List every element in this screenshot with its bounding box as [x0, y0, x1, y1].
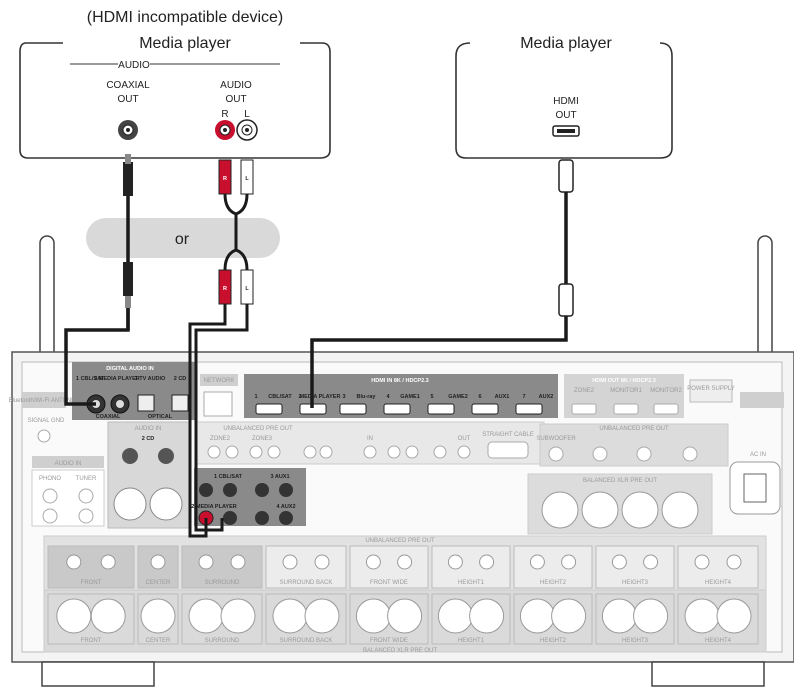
svg-text:GAME2: GAME2 — [448, 394, 468, 400]
svg-text:R: R — [223, 286, 227, 292]
channel-label: SURROUND — [205, 580, 240, 586]
analog-1-label: 1 CBL/SAT — [214, 474, 243, 480]
hdmi-in-ports: 1 CBL/SAT 2 MEDIA PLAYER 3 Blu-ray 4 GAM… — [254, 394, 553, 400]
channel-label: HEIGHT1 — [458, 638, 485, 644]
channel-label: HEIGHT2 — [540, 580, 567, 586]
svg-text:6: 6 — [478, 394, 481, 400]
svg-text:AUX2: AUX2 — [539, 394, 554, 400]
channel-label: CENTER — [146, 580, 171, 586]
balanced-xlr-pre-out-label: BALANCED XLR PRE OUT — [363, 648, 437, 654]
network-label: NETWORK — [204, 378, 235, 384]
unbalanced-pre-out-label: UNBALANCED PRE OUT — [365, 538, 435, 544]
optical-1-label: 1 TV AUDIO — [135, 376, 166, 382]
svg-text:ZONE2: ZONE2 — [574, 388, 595, 394]
channel-label: HEIGHT3 — [622, 580, 649, 586]
svg-text:3: 3 — [342, 394, 345, 400]
hdmi-plug-middle — [559, 284, 573, 316]
optical-section-label: OPTICAL — [148, 414, 173, 420]
channel-label: CENTER — [146, 638, 171, 644]
straight-cable-label: STRAIGHT CABLE — [482, 432, 534, 438]
svg-text:AUDIO IN: AUDIO IN — [135, 426, 162, 432]
svg-text:1: 1 — [254, 394, 257, 400]
or-label: or — [175, 231, 190, 248]
analog-3-label: 3 AUX1 — [270, 474, 289, 480]
subwoofer-label: SUBWOOFER — [536, 436, 576, 442]
channel-label: SURROUND BACK — [280, 638, 333, 644]
analog-2-label: 2 MEDIA PLAYER — [191, 504, 236, 510]
coaxial-section-label: COAXIAL — [96, 414, 121, 420]
svg-text:7: 7 — [522, 394, 525, 400]
coaxial-out-label: OUT — [117, 94, 138, 105]
audio-group-label: AUDIO — [118, 60, 150, 71]
zone-pre-out-label: UNBALANCED PRE OUT — [223, 426, 293, 432]
svg-text:CBL/SAT: CBL/SAT — [268, 394, 292, 400]
channel-label: FRONT — [81, 638, 102, 644]
svg-text:MONITOR1: MONITOR1 — [610, 388, 642, 394]
coax-2-label: 2 MEDIA PLAYER — [94, 376, 139, 382]
channel-label: HEIGHT1 — [458, 580, 485, 586]
channel-label: SURROUND BACK — [280, 580, 333, 586]
left-media-player: (HDMI incompatible device) Media player … — [20, 9, 330, 158]
audio-out-title: AUDIO — [220, 80, 252, 91]
channel-label: FRONT WIDE — [370, 580, 408, 586]
svg-text:MONITOR2: MONITOR2 — [650, 388, 682, 394]
ir-in-label: IN — [367, 436, 373, 442]
channel-label: FRONT — [81, 580, 102, 586]
tuner-label: TUNER — [76, 476, 97, 482]
coaxial-plug-top — [123, 162, 133, 196]
signal-gnd-label: SIGNAL GND — [28, 418, 65, 424]
foot-left — [42, 662, 154, 686]
right-device-title: Media player — [520, 35, 612, 52]
phono-label: PHONO — [39, 476, 61, 482]
left-device-outline — [20, 43, 330, 158]
channel-label: SURROUND — [205, 638, 240, 644]
audio-r-label: R — [221, 109, 228, 120]
antenna-left — [40, 236, 54, 368]
coaxial-plug-middle — [123, 262, 133, 296]
ir-out-label: OUT — [458, 436, 471, 442]
hdmi-out-label: OUT — [555, 110, 576, 121]
audio-out-label: OUT — [225, 94, 246, 105]
balanced-xlr-sub-label: BALANCED XLR PRE OUT — [583, 478, 657, 484]
svg-text:MEDIA PLAYER: MEDIA PLAYER — [300, 394, 341, 400]
svg-text:GAME1: GAME1 — [400, 394, 420, 400]
digital-audio-in-label: DIGITAL AUDIO IN — [106, 366, 154, 372]
audio-l-label: L — [244, 109, 250, 120]
svg-text:ZONE3: ZONE3 — [252, 436, 273, 442]
svg-text:AUX1: AUX1 — [495, 394, 510, 400]
hdmi-in-label: HDMI IN 8K / HDCP2.3 — [371, 378, 428, 384]
channel-label: HEIGHT4 — [705, 638, 732, 644]
channel-label: HEIGHT3 — [622, 638, 649, 644]
svg-text:R: R — [223, 176, 227, 182]
hdmi-label: HDMI — [553, 96, 579, 107]
optical-2-label: 2 CD — [174, 376, 187, 382]
left-device-title: Media player — [139, 35, 231, 52]
ac-in-label: AC IN — [750, 452, 766, 458]
channel-label: FRONT WIDE — [370, 638, 408, 644]
hdmi-incompatible-caption: (HDMI incompatible device) — [87, 9, 284, 26]
svg-text:2 CD: 2 CD — [142, 436, 155, 442]
svg-text:Blu-ray: Blu-ray — [357, 394, 377, 400]
analog-4-label: 4 AUX2 — [276, 504, 295, 510]
power-supply-label: POWER SUPPLY — [687, 386, 735, 392]
coaxial-label: COAXIAL — [106, 80, 150, 91]
hdmi-plug-top — [559, 160, 573, 192]
right-media-player: Media player HDMI OUT — [456, 35, 672, 158]
antenna-right — [758, 236, 772, 368]
svg-text:5: 5 — [430, 394, 433, 400]
channel-label: HEIGHT4 — [705, 580, 732, 586]
svg-text:ZONE2: ZONE2 — [210, 436, 231, 442]
channel-label: HEIGHT2 — [540, 638, 567, 644]
svg-text:UNBALANCED PRE OUT: UNBALANCED PRE OUT — [599, 426, 669, 432]
hdmi-out-label-receiver: HDMI OUT 8K / HDCP2.3 — [592, 378, 656, 384]
audio-in-phono-label: AUDIO IN — [55, 461, 82, 467]
foot-right — [652, 662, 764, 686]
analog-2-l-jack — [223, 511, 237, 525]
